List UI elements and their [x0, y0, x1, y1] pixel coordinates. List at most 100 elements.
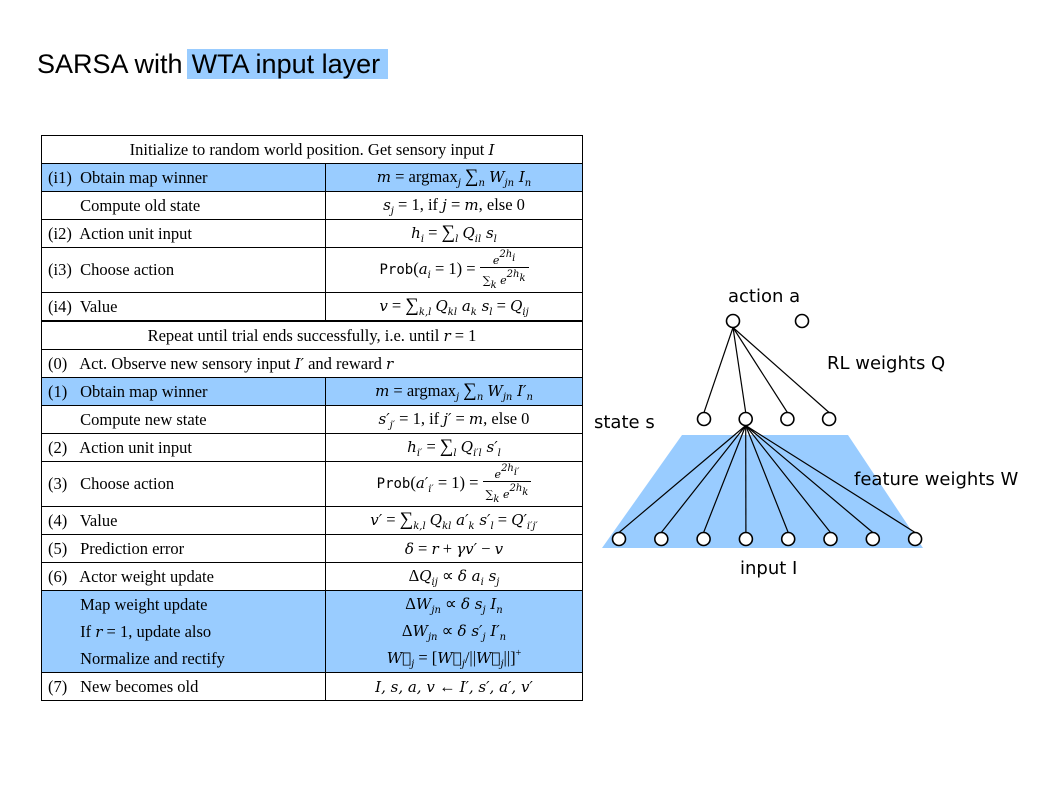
step-formula: m = argmaxj ∑n Wjn In — [325, 163, 583, 192]
step-label: Compute old state — [80, 195, 201, 215]
title-plain: SARSA with — [37, 49, 183, 79]
step-formula: Prob(a′i′ = 1) = e2hi′∑k e2hk — [325, 461, 583, 507]
step-label: Obtain map winner — [80, 167, 208, 187]
init-table: Initialize to random world position. Get… — [41, 135, 583, 321]
input-unit-node — [865, 531, 881, 547]
step-formula: m = argmaxj ∑n Wjn I′n — [325, 377, 583, 406]
weight-edge — [732, 327, 788, 413]
step-formula: hi = ∑l Qil sl — [325, 219, 583, 248]
step-number: (i4) — [48, 296, 72, 316]
step-formula: sj = 1, if j = m, else 0 — [325, 191, 583, 220]
step-number: (3) — [48, 474, 68, 493]
step-formula: v′ = ∑k,l Qkl a′k s′l = Q′i′j′ — [325, 506, 583, 535]
weight-edge — [703, 425, 747, 533]
feature-weights-trapezoid — [602, 435, 923, 548]
step-label: Choose action — [80, 474, 175, 493]
table-row: (i3) Choose action Prob(ai = 1) = e2hi∑k… — [41, 247, 583, 293]
input-label: input I — [740, 558, 797, 579]
step-label: Map weight update — [80, 594, 208, 614]
weight-edge — [660, 425, 747, 533]
table-row: Compute old state sj = 1, if j = m, else… — [41, 191, 583, 220]
input-unit-node — [738, 531, 754, 547]
table-row: (1) Obtain map winner m = argmaxj ∑n Wjn… — [41, 377, 583, 406]
step-formula: W⃗j = [W⃗j/||W⃗j||]+ — [325, 645, 583, 673]
step-formula: ΔWjn ∝ δ sj In — [325, 590, 583, 618]
step-formula: δ = r + γv′ − v — [325, 534, 583, 563]
table-row: (5) Prediction error δ = r + γv′ − v — [41, 534, 583, 563]
table-row: Compute new state s′j′ = 1, if j′ = m, e… — [41, 405, 583, 434]
step-number: (7) — [48, 676, 68, 696]
step-number: (1) — [48, 381, 68, 401]
step-label: New becomes old — [80, 676, 199, 696]
step-label: Action unit input — [79, 437, 192, 457]
table-row: (7) New becomes old I, s, a, v ← I′, s′,… — [41, 672, 583, 701]
rl-weights-label: RL weights Q — [827, 353, 945, 374]
weight-edge — [703, 327, 734, 413]
input-unit-node — [780, 531, 796, 547]
state-label: state s — [594, 412, 655, 433]
step-label: Value — [79, 510, 118, 530]
step-label: Obtain map winner — [80, 381, 208, 401]
table-row: (3) Choose action Prob(a′i′ = 1) = e2hi′… — [41, 461, 583, 507]
input-unit-node — [611, 531, 627, 547]
table-row: (i4) Value v = ∑k,l Qkl ak sl = Qij — [41, 292, 583, 321]
step-number: (i2) — [48, 223, 72, 243]
step-formula: hi′ = ∑l Qi′l s′l — [325, 433, 583, 462]
loop-header-row: Repeat until trial ends successfully, i.… — [41, 321, 583, 350]
input-unit-node — [907, 531, 923, 547]
init-header: Initialize to random world position. Get… — [41, 135, 583, 164]
weight-edge — [745, 425, 789, 533]
step-label: Action unit input — [79, 223, 192, 243]
step-formula: ΔWjn ∝ δ s′j I′n — [325, 618, 583, 645]
loop-table: Repeat until trial ends successfully, i.… — [41, 321, 583, 701]
state-unit-node — [780, 411, 795, 427]
action-label: action a — [728, 286, 800, 307]
step-number: (4) — [48, 510, 68, 530]
weight-edge — [745, 425, 831, 533]
action-unit-node — [725, 313, 741, 329]
step-formula: ΔQij ∝ δ ai sj — [325, 562, 583, 591]
table-row: (6) Actor weight update ΔQij ∝ δ ai sj — [41, 562, 583, 591]
table-row: If r = 1, update also ΔWjn ∝ δ s′j I′n — [41, 618, 583, 645]
action-unit-node — [794, 313, 810, 329]
step-formula: s′j′ = 1, if j′ = m, else 0 — [325, 405, 583, 434]
table-row: (2) Action unit input hi′ = ∑l Qi′l s′l — [41, 433, 583, 462]
step-formula: Prob(ai = 1) = e2hi∑k e2hk — [325, 247, 583, 293]
weight-edge — [732, 327, 747, 413]
table-row: Map weight update ΔWjn ∝ δ sj In — [41, 590, 583, 618]
step-label: Normalize and rectify — [80, 648, 225, 668]
title-highlight: WTA input layer — [186, 49, 389, 79]
step-number: (0) — [48, 353, 68, 373]
input-unit-node — [823, 531, 838, 547]
step-formula: I, s, a, v ← I′, s′, a′, v′ — [325, 672, 583, 701]
state-unit-node — [738, 411, 753, 427]
table-row: (i1) Obtain map winner m = argmaxj ∑n Wj… — [41, 163, 583, 192]
loop-header: Repeat until trial ends successfully, i.… — [41, 321, 583, 350]
input-unit-node — [654, 531, 669, 547]
table-row: (4) Value v′ = ∑k,l Qkl a′k s′l = Q′i′j′ — [41, 506, 583, 535]
init-header-row: Initialize to random world position. Get… — [41, 135, 583, 164]
network-nodes — [611, 313, 923, 547]
connection-edges — [618, 327, 916, 534]
input-unit-node — [696, 531, 711, 547]
step-formula: v = ∑k,l Qkl ak sl = Qij — [325, 292, 583, 321]
step-number: (2) — [48, 437, 68, 457]
weight-edge — [745, 425, 874, 533]
table-row: (i2) Action unit input hi = ∑l Qil sl — [41, 219, 583, 248]
state-unit-node — [696, 411, 712, 427]
step-number: (i3) — [48, 260, 72, 279]
step-number: (5) — [48, 538, 68, 558]
step-label: Actor weight update — [79, 566, 214, 586]
weight-edge — [618, 425, 747, 533]
step-label: Choose action — [80, 260, 175, 279]
step-label: Value — [79, 296, 118, 316]
network-diagram: action a RL weights Q state s feature we… — [594, 286, 1018, 579]
state-unit-node — [821, 411, 837, 427]
table-row: (0) Act. Observe new sensory input I′ an… — [41, 349, 583, 378]
feature-weights-label: feature weights W — [854, 469, 1018, 490]
weight-edge — [745, 424, 916, 534]
step-number: (6) — [48, 566, 68, 586]
weight-edge — [732, 327, 830, 413]
step-label: Prediction error — [80, 538, 185, 558]
